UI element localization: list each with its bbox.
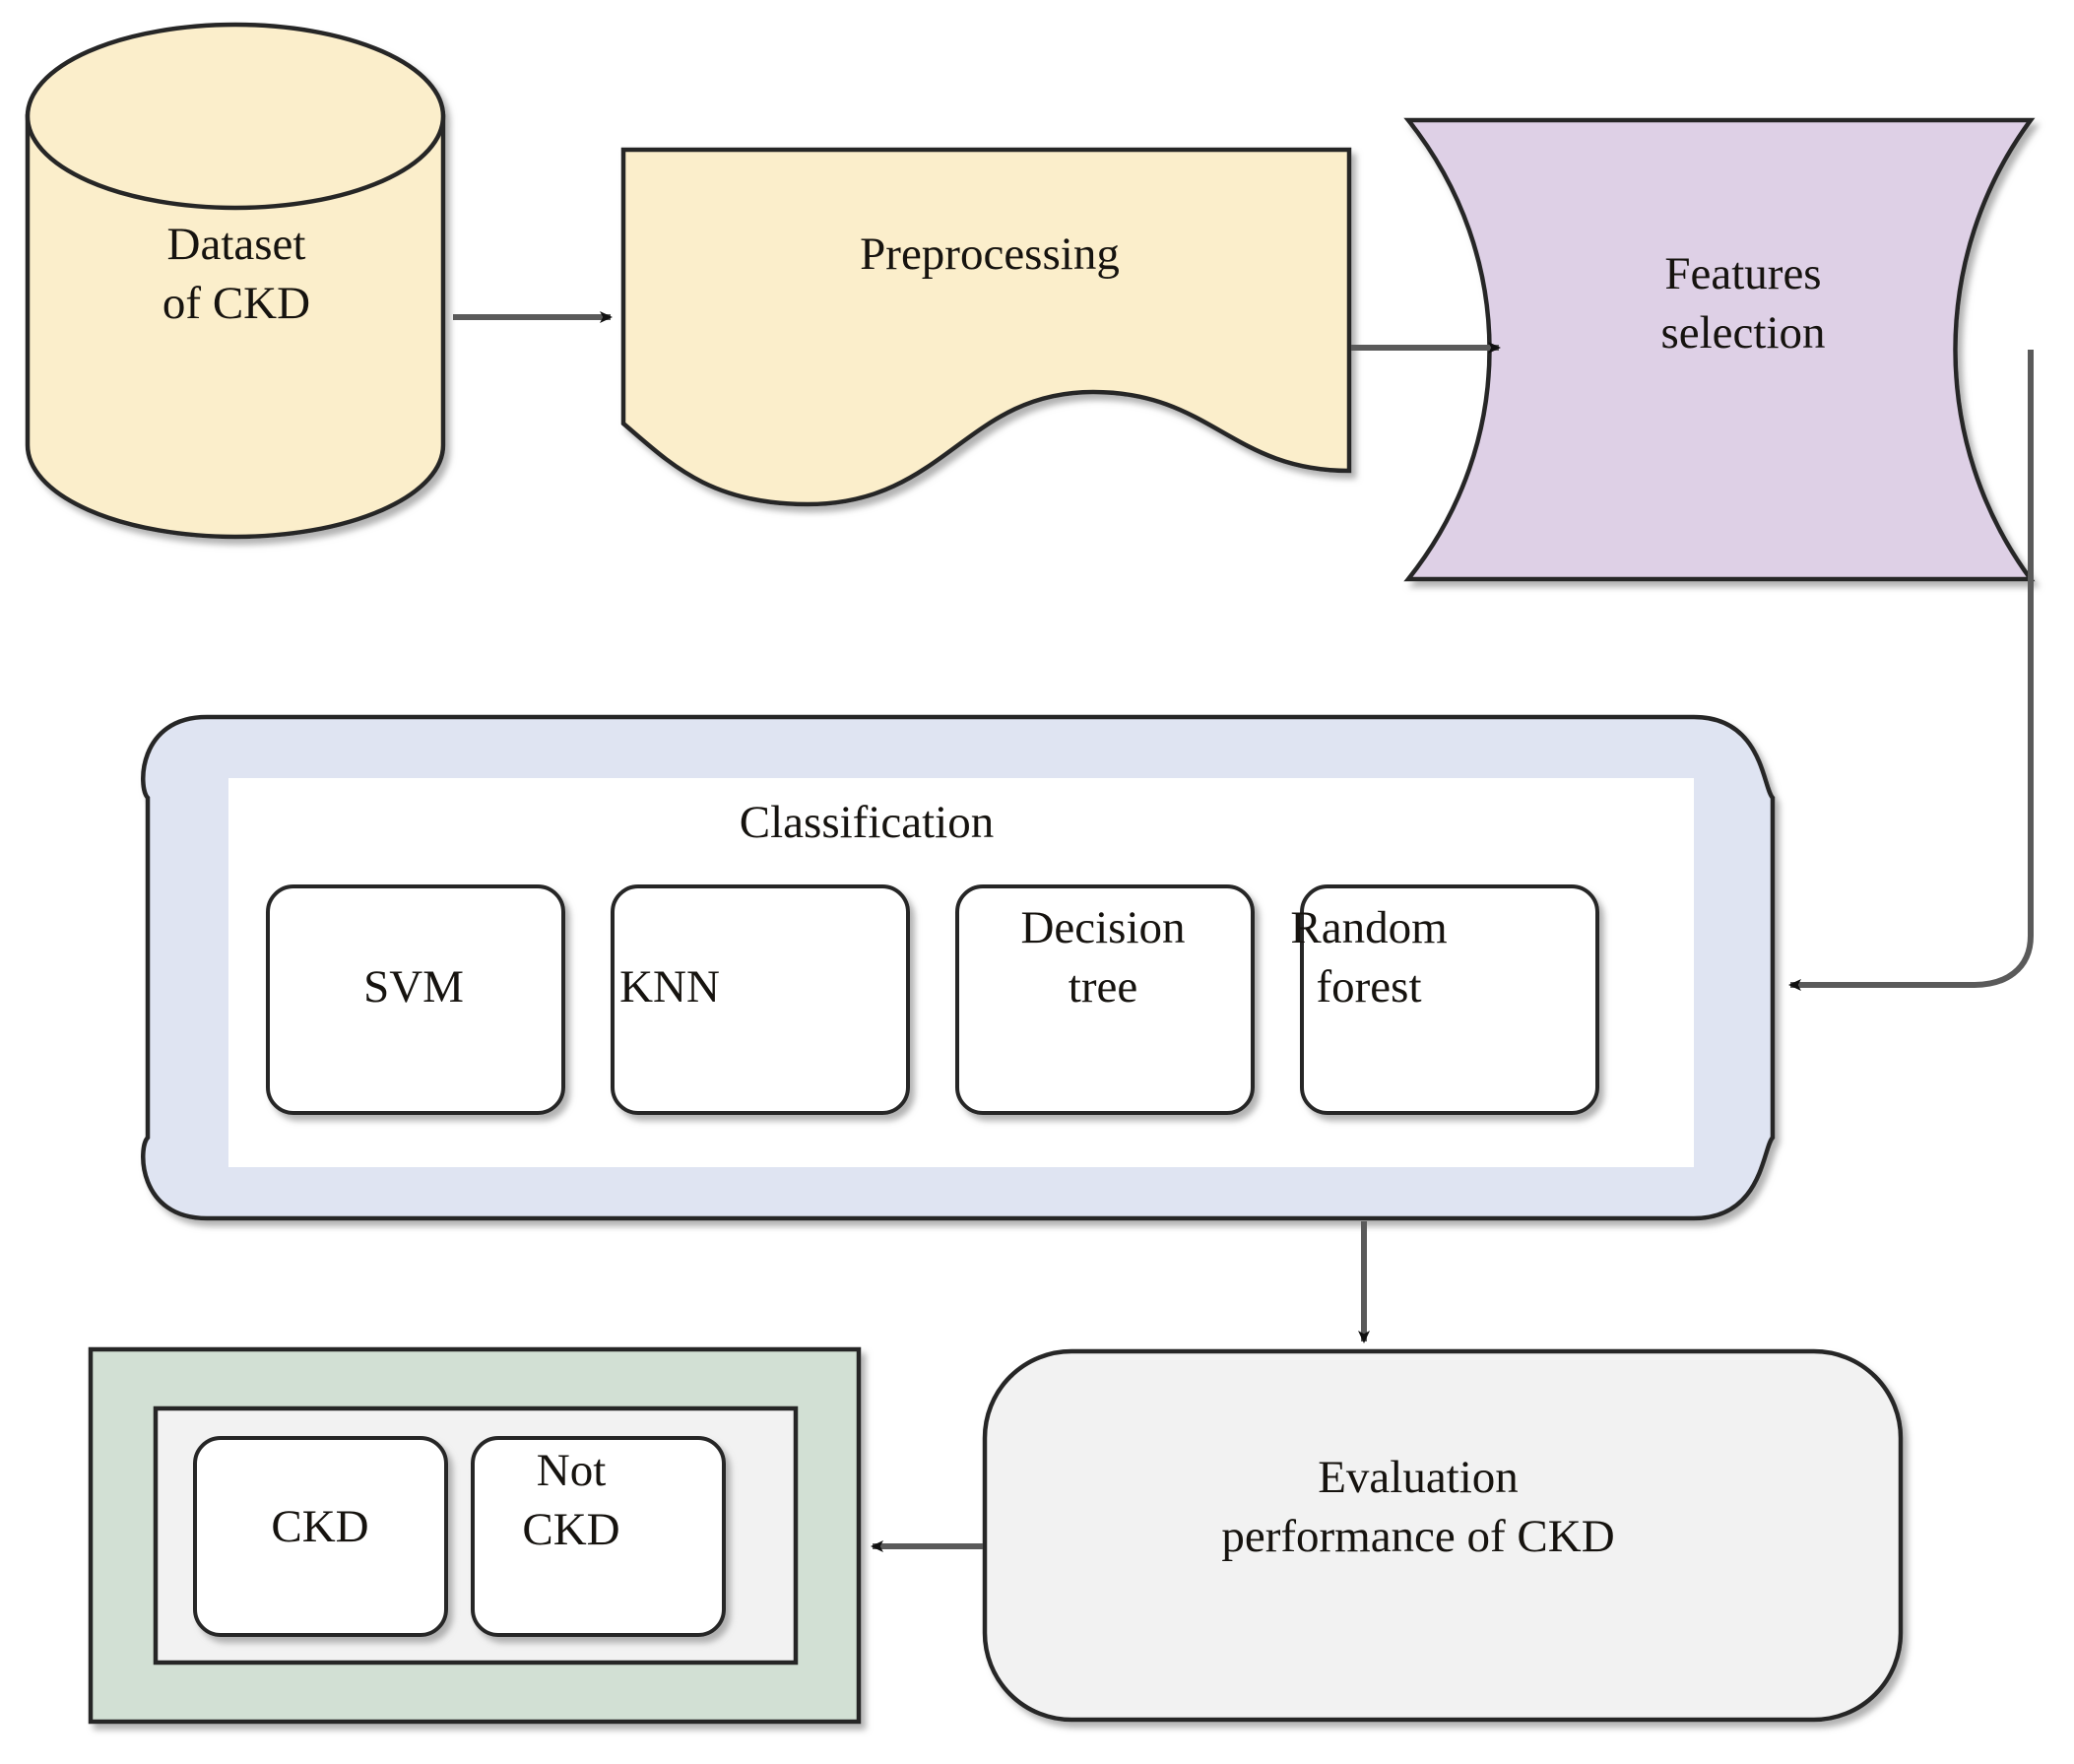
model-box-random-forest[interactable] <box>1300 884 1599 1115</box>
model-box-knn[interactable] <box>611 884 910 1115</box>
model-box-svm[interactable] <box>266 884 565 1115</box>
node-dataset[interactable] <box>25 22 446 540</box>
connector-features-to-classification <box>1788 350 2034 991</box>
node-preprocessing[interactable] <box>620 147 1352 507</box>
outcome-box-ckd[interactable] <box>193 1436 448 1637</box>
node-evaluation[interactable] <box>982 1348 1904 1723</box>
node-features-selection[interactable] <box>1403 117 2036 582</box>
model-box-decision-tree[interactable] <box>955 884 1255 1115</box>
outcome-box-not-ckd[interactable] <box>471 1436 726 1637</box>
